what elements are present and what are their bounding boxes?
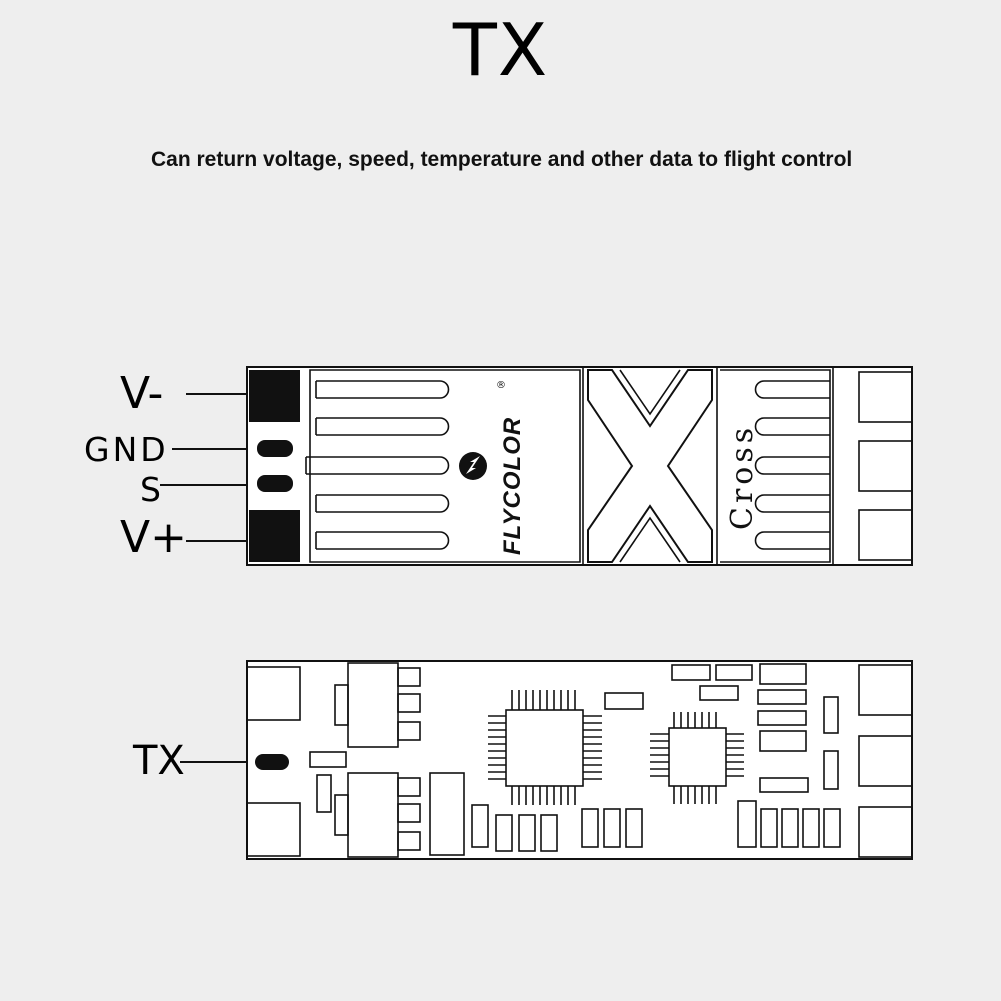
pad-bottom-left-upper xyxy=(246,666,301,721)
chip-secondary xyxy=(668,727,727,787)
heatsink-right xyxy=(720,369,831,563)
mcu-main xyxy=(505,709,584,787)
chip-secondary-pins xyxy=(650,712,744,804)
pad-tx xyxy=(255,754,289,770)
page-subtitle: Can return voltage, speed, temperature a… xyxy=(151,148,853,171)
motor-pads-bottom xyxy=(858,664,913,858)
brand-text: FLYCOLOR xyxy=(499,417,526,555)
pad-bottom-left-lower xyxy=(246,802,301,857)
regulator-lower xyxy=(347,772,399,858)
pin-label-v-minus: V- xyxy=(120,368,164,419)
bottom-board-outline xyxy=(246,660,913,860)
registered-mark: ® xyxy=(496,380,506,391)
heatsink-fins-left xyxy=(305,380,450,550)
x-logo-frame xyxy=(582,366,718,566)
pin-label-tx: TX xyxy=(133,738,185,784)
pad-s xyxy=(257,475,293,492)
pad-gnd xyxy=(257,440,293,457)
pad-v-minus xyxy=(249,370,300,422)
page-title: TX xyxy=(452,8,549,92)
pin-label-gnd: GND xyxy=(84,430,169,469)
heatsink-left xyxy=(309,369,581,563)
pad-v-plus xyxy=(249,510,300,562)
regulator-upper xyxy=(347,662,399,748)
mcu-main-pins xyxy=(488,690,602,805)
model-name-text: Cross xyxy=(725,424,760,530)
motor-pads-top xyxy=(858,371,913,561)
x-logo-mark xyxy=(587,369,713,563)
heatsink-fins-right xyxy=(754,380,830,550)
flycolor-logo-icon xyxy=(459,452,487,480)
top-board-outline xyxy=(246,366,913,566)
pin-label-s: S xyxy=(140,470,161,509)
pin-label-v-plus: V+ xyxy=(120,512,187,563)
